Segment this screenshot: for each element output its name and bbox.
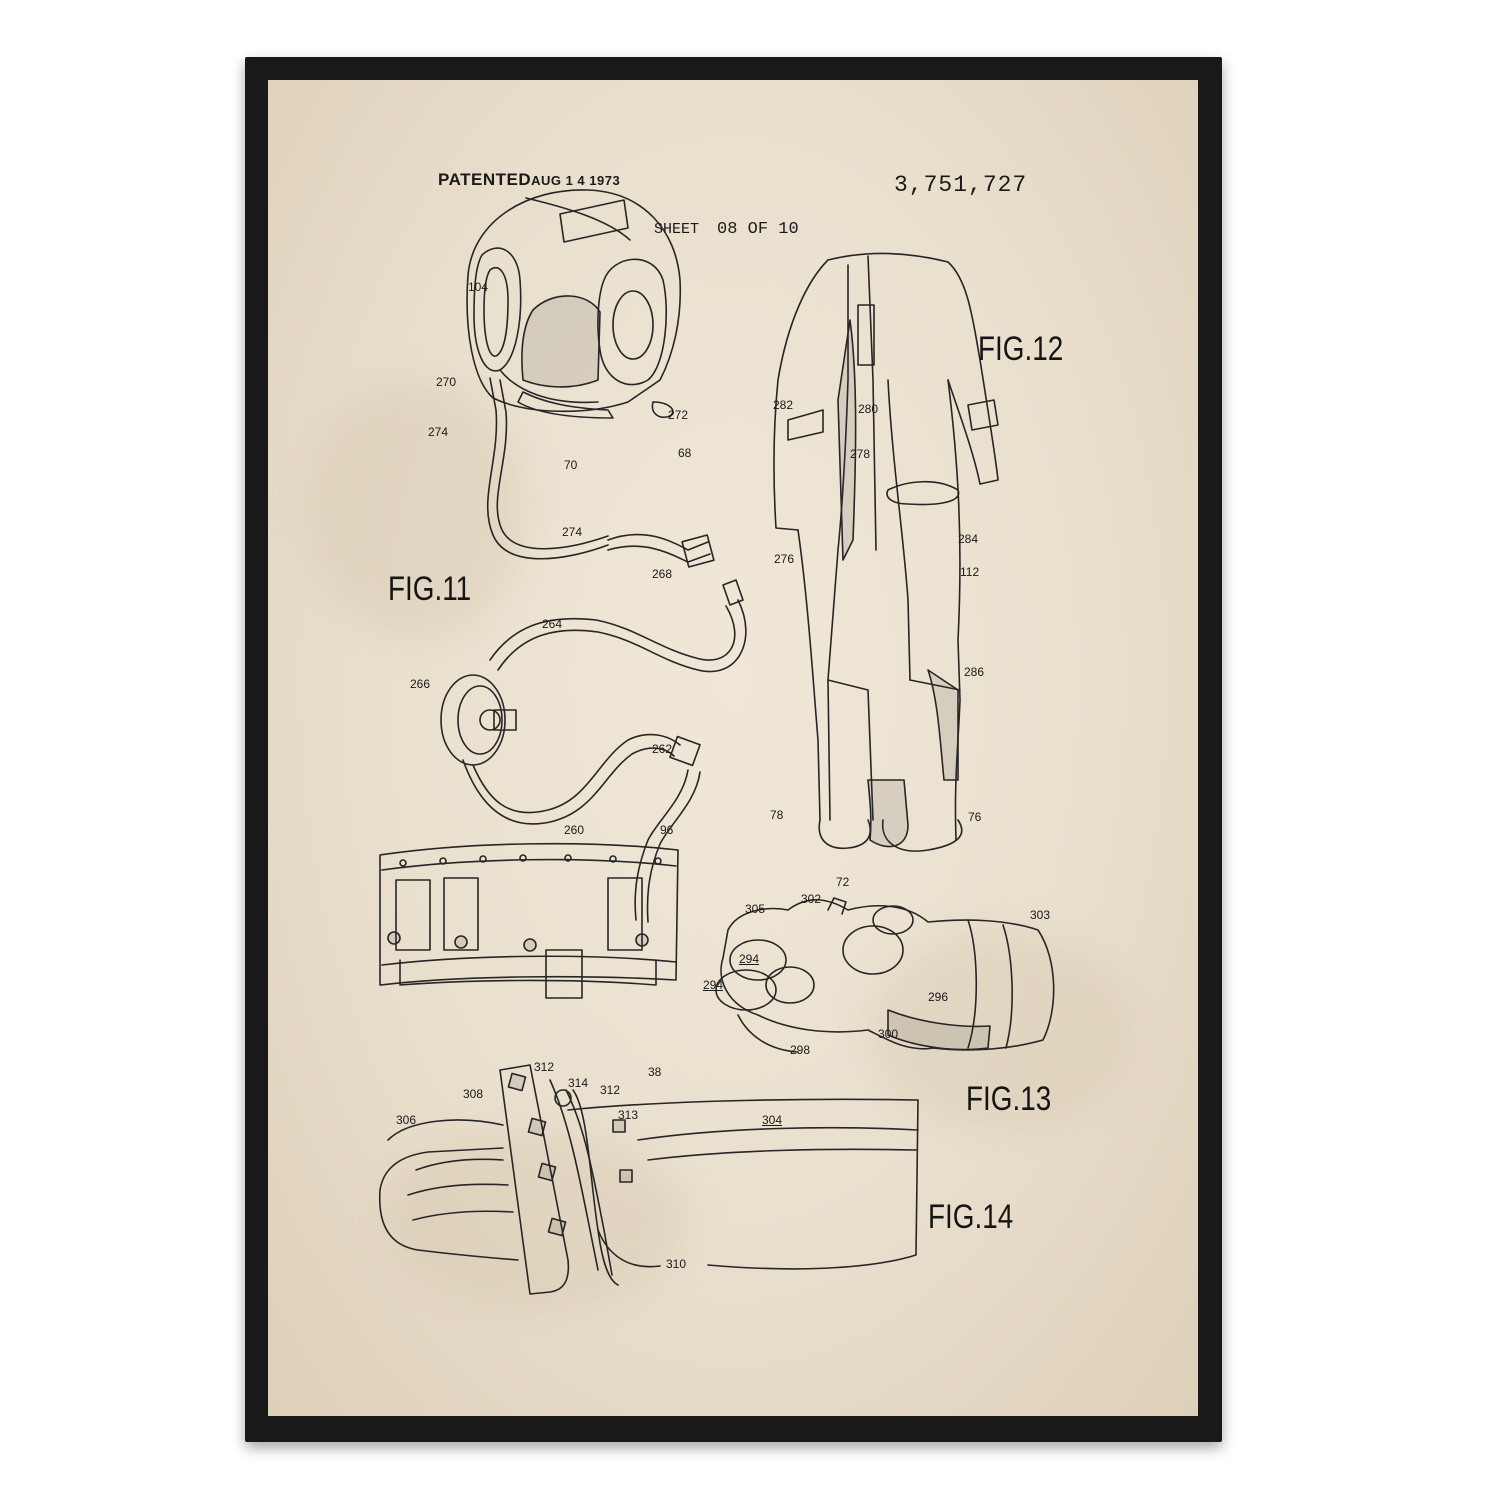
ref-313: 313 bbox=[618, 1108, 639, 1122]
ref-70: 70 bbox=[564, 458, 578, 472]
patent-number: 3,751,727 bbox=[894, 172, 1028, 198]
ref-303: 303 bbox=[1030, 908, 1051, 922]
ref-268: 268 bbox=[652, 567, 673, 581]
ref-282: 282 bbox=[773, 398, 794, 412]
ref-296: 296 bbox=[928, 990, 949, 1004]
ref-274-strap: 274 bbox=[562, 525, 583, 539]
fig11-helmet-drawing bbox=[466, 189, 682, 560]
patented-date: AUG 1 4 1973 bbox=[531, 173, 621, 188]
ref-302: 302 bbox=[801, 892, 822, 906]
paper-stain bbox=[388, 1130, 688, 1310]
patent-drawings bbox=[378, 189, 1055, 1295]
fig11-label: FIG.11 bbox=[388, 570, 472, 608]
ref-314: 314 bbox=[568, 1076, 589, 1090]
fig13-label: FIG.13 bbox=[966, 1080, 1052, 1118]
paper-stain bbox=[868, 930, 1128, 1130]
ref-276: 276 bbox=[774, 552, 795, 566]
ref-264: 264 bbox=[542, 617, 563, 631]
ref-280: 280 bbox=[858, 402, 879, 416]
ref-312-b: 312 bbox=[600, 1083, 621, 1097]
ref-78: 78 bbox=[770, 808, 784, 822]
fig12-suit-drawing bbox=[773, 252, 999, 852]
ref-68: 68 bbox=[678, 446, 692, 460]
ref-270: 270 bbox=[436, 375, 457, 389]
ref-300: 300 bbox=[878, 1027, 899, 1041]
ref-284: 284 bbox=[958, 532, 979, 546]
ref-266: 266 bbox=[410, 677, 431, 691]
fig14-label: FIG.14 bbox=[928, 1198, 1014, 1236]
patent-sheet: PATENTEDAUG 1 4 1973 3,751,727 SHEET 08 … bbox=[268, 80, 1198, 1416]
ref-286: 286 bbox=[964, 665, 985, 679]
ref-294-b: 294 bbox=[739, 952, 760, 966]
patented-label: PATENTED bbox=[438, 170, 532, 189]
ref-294-a: 294 bbox=[703, 978, 724, 992]
ref-260: 260 bbox=[564, 823, 585, 837]
fig14-gauntlet-drawing bbox=[378, 1064, 919, 1295]
ref-278: 278 bbox=[850, 447, 871, 461]
ref-306: 306 bbox=[396, 1113, 417, 1127]
ref-312-a: 312 bbox=[534, 1060, 555, 1074]
ref-262: 262 bbox=[652, 742, 673, 756]
ref-310: 310 bbox=[666, 1257, 687, 1271]
ref-274: 274 bbox=[428, 425, 449, 439]
ref-305: 305 bbox=[745, 902, 766, 916]
fig11-strap-drawing bbox=[440, 533, 747, 923]
fig12-label: FIG.12 bbox=[978, 330, 1064, 368]
ref-104: 104 bbox=[468, 280, 489, 294]
ref-72: 72 bbox=[836, 875, 850, 889]
ref-96: 96 bbox=[660, 823, 674, 837]
ref-112: 112 bbox=[960, 565, 980, 579]
ref-298: 298 bbox=[790, 1043, 811, 1057]
ref-308: 308 bbox=[463, 1087, 484, 1101]
fig13-glove-drawing bbox=[715, 897, 1055, 1053]
ref-76: 76 bbox=[968, 810, 982, 824]
fig11-belt-drawing bbox=[379, 842, 679, 999]
paper-stain bbox=[308, 380, 528, 640]
sheet-number: 08 OF 10 bbox=[717, 220, 799, 239]
patented-stamp: PATENTEDAUG 1 4 1973 bbox=[438, 170, 620, 190]
ref-272: 272 bbox=[668, 408, 689, 422]
ref-38: 38 bbox=[648, 1065, 662, 1079]
ref-304: 304 bbox=[762, 1113, 783, 1127]
